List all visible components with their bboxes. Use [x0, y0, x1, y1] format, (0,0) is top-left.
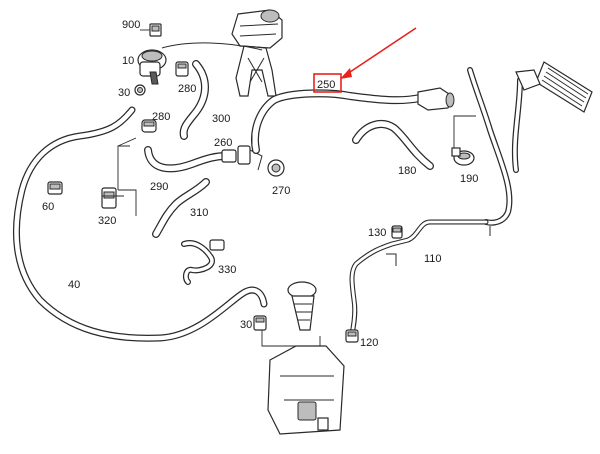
label-280-upper: 280 — [178, 83, 196, 95]
highlight-box-250 — [313, 73, 342, 93]
label-110: 110 — [424, 253, 442, 265]
pump-10 — [137, 42, 263, 85]
fitting-260 — [221, 145, 263, 171]
label-190: 190 — [460, 173, 478, 185]
label-300: 300 — [212, 113, 230, 125]
hose-310 — [152, 178, 210, 238]
hose-290 — [144, 146, 230, 173]
label-120: 120 — [360, 337, 378, 349]
clamp-30-bottom — [253, 315, 267, 331]
hose-250 — [251, 89, 424, 154]
label-130: 130 — [368, 227, 386, 239]
label-330: 330 — [218, 264, 236, 276]
label-290: 290 — [150, 181, 168, 193]
label-320: 320 — [98, 215, 116, 227]
label-180: 180 — [398, 165, 416, 177]
valve-190 — [451, 115, 476, 166]
clip-130 — [391, 225, 403, 239]
label-60: 60 — [42, 201, 54, 213]
sensor-900 — [149, 23, 162, 37]
label-250: 250 — [317, 79, 335, 91]
connector-280-lower — [141, 119, 157, 133]
hose-300 — [179, 60, 209, 140]
clip-60 — [47, 181, 63, 195]
leader-lines — [102, 29, 253, 216]
label-10: 10 — [122, 55, 134, 67]
hose-330 — [181, 239, 225, 285]
hose-40 — [12, 106, 268, 342]
label-30-bottom: 30 — [240, 319, 252, 331]
label-260: 260 — [214, 137, 232, 149]
heater-pipe-right — [467, 67, 523, 226]
clamp-120 — [345, 329, 359, 343]
label-310: 310 — [190, 207, 208, 219]
pipe-110 — [349, 219, 491, 337]
grommet-270 — [267, 159, 285, 177]
washer-reservoir — [261, 281, 345, 435]
hose-250-end-fitting — [417, 87, 455, 111]
highlight-arrow — [340, 27, 417, 79]
label-40: 40 — [68, 279, 80, 291]
label-900: 900 — [122, 19, 140, 31]
connector-280-upper — [175, 61, 189, 77]
label-280-lower: 280 — [152, 111, 170, 123]
expansion-tank — [231, 9, 283, 97]
clamp-30-top — [134, 84, 146, 96]
label-270: 270 — [272, 185, 290, 197]
label-30-top: 30 — [118, 87, 130, 99]
heater-core — [515, 61, 593, 113]
hose-180 — [352, 120, 434, 170]
clip-320 — [101, 187, 117, 209]
